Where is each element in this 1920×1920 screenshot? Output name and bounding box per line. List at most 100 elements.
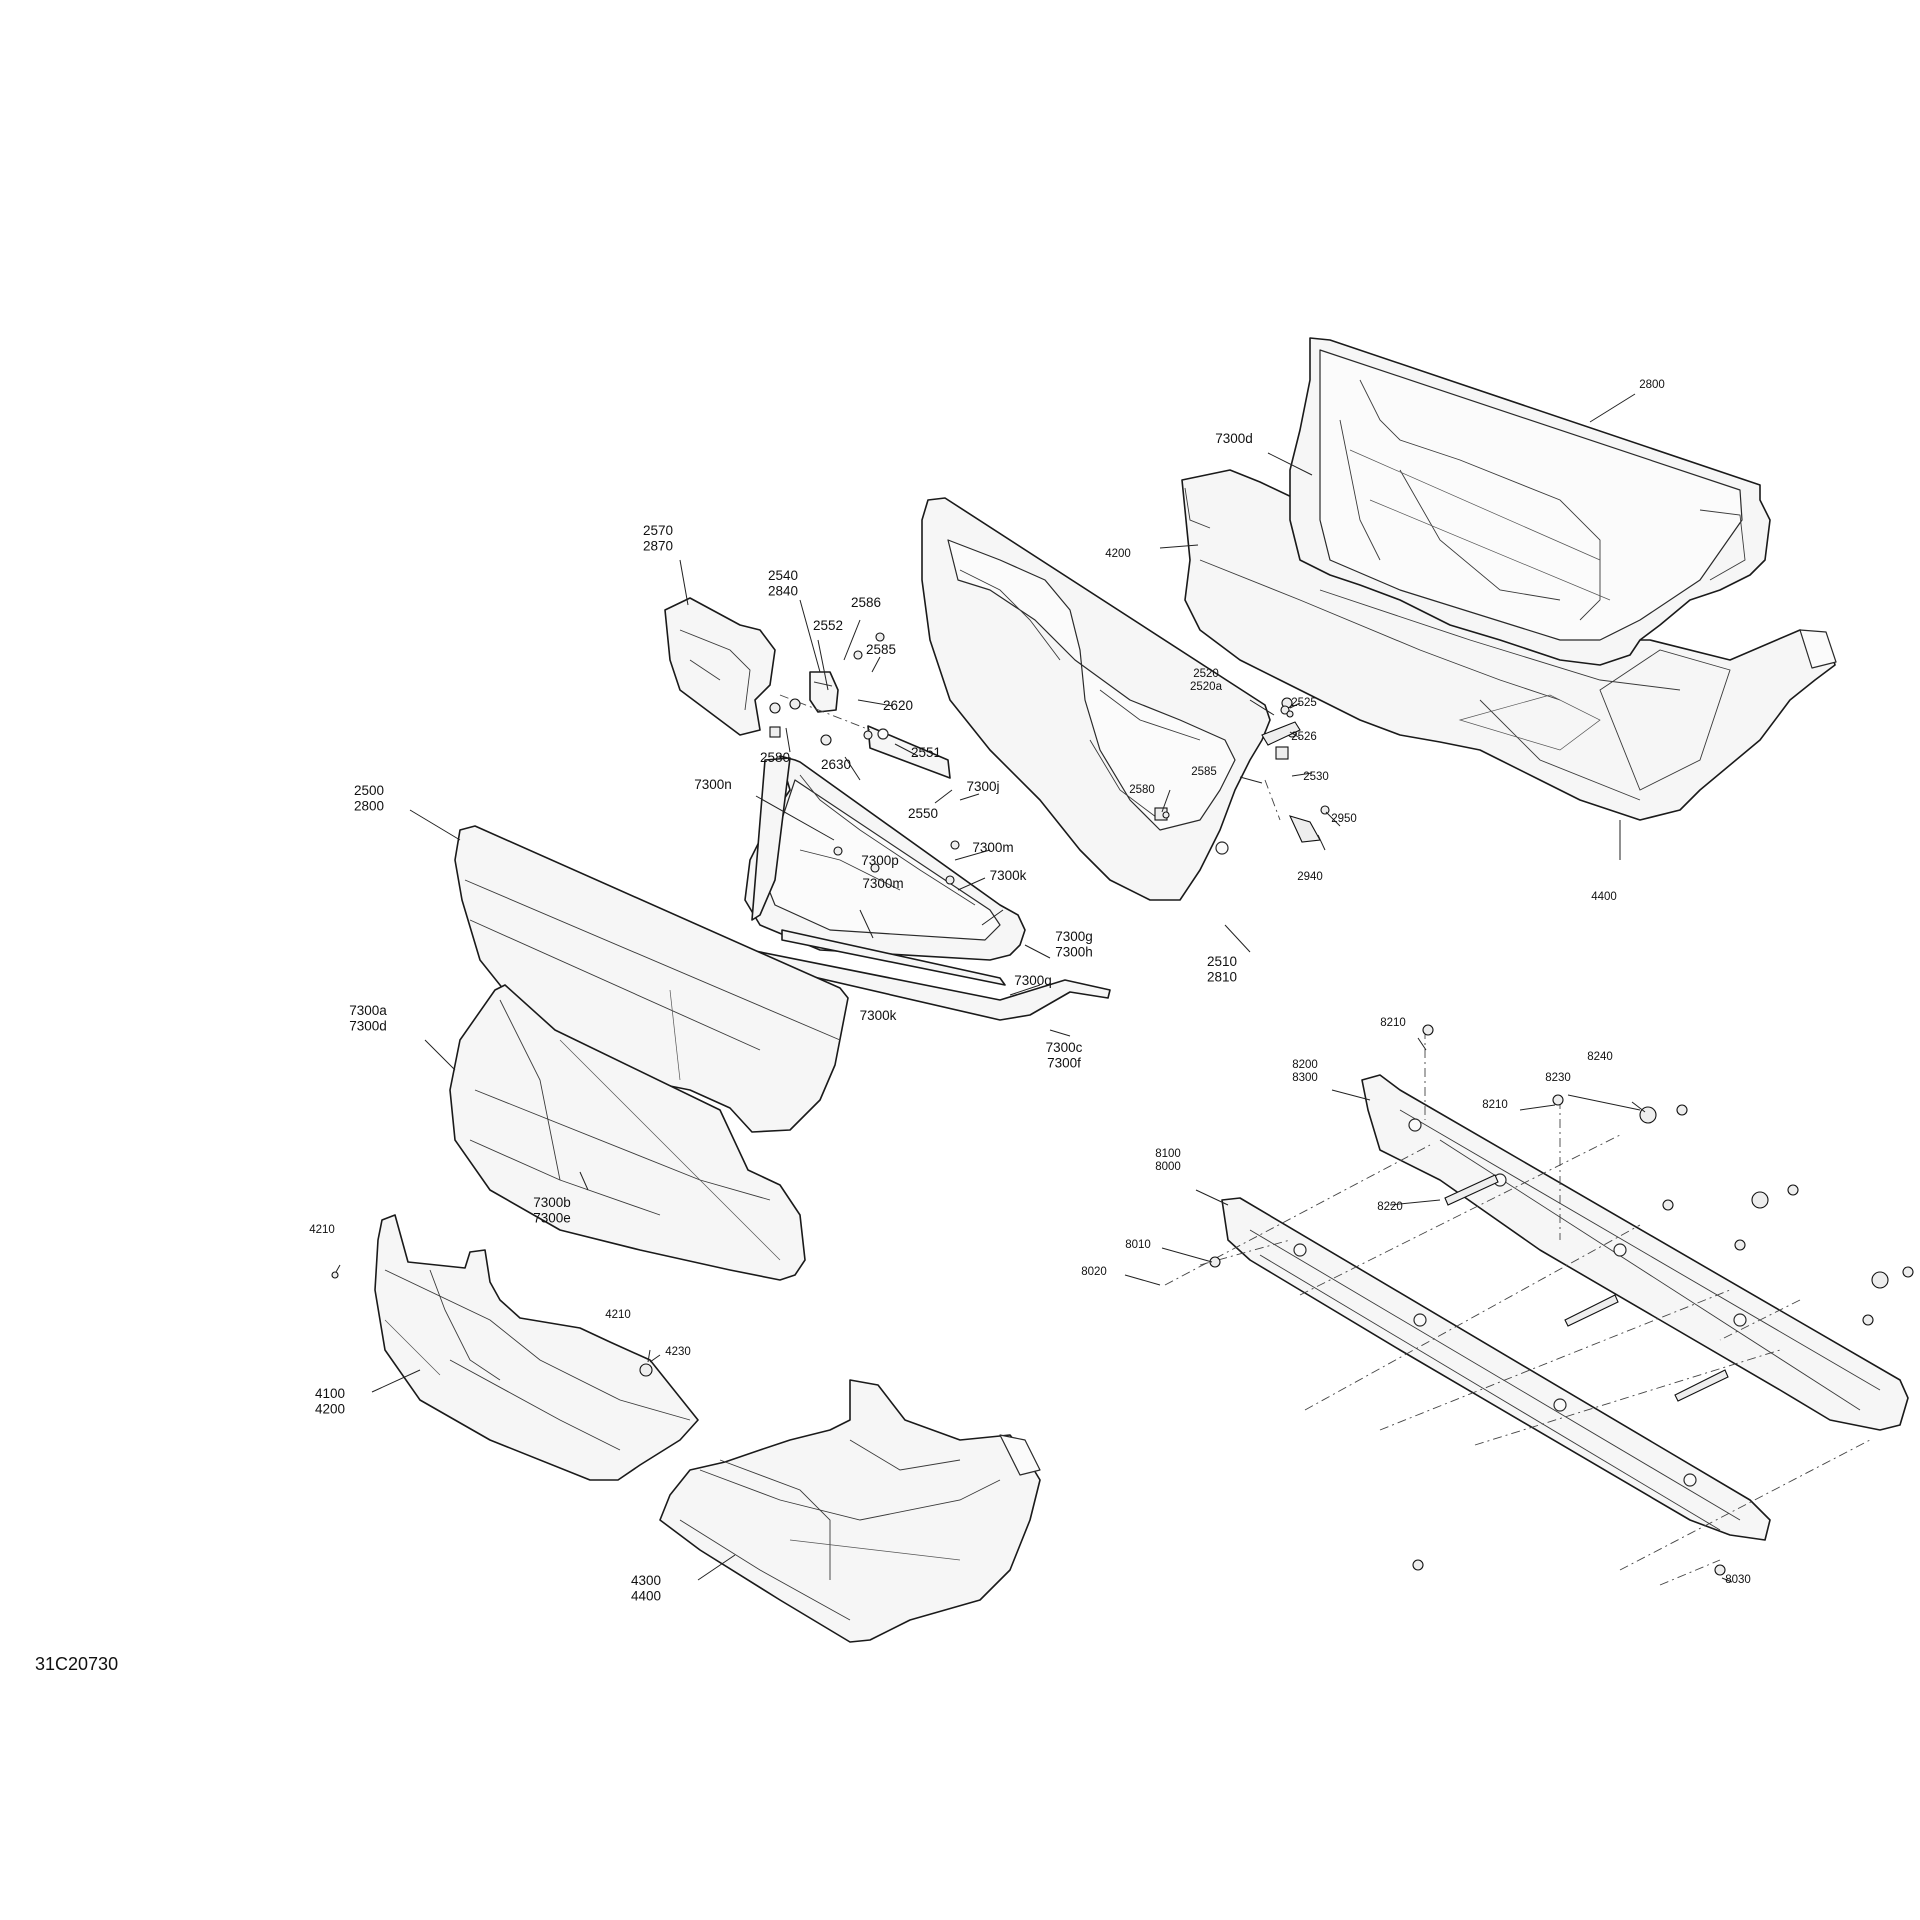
callout-2800-top: 2800	[1639, 379, 1665, 391]
callout-7300k-b: 7300k	[860, 1008, 897, 1023]
rocker-panel-8200	[1361, 1074, 1909, 1431]
callout-8220: 8220	[1377, 1201, 1403, 1213]
callout-7300p: 7300p	[861, 853, 899, 868]
callout-line: 7300j	[966, 779, 999, 794]
door-panel-2500	[454, 825, 849, 1133]
callout-2585-right: 2585	[1191, 766, 1217, 778]
callout-2550: 2550	[908, 806, 938, 821]
trim-strip-7300c	[739, 947, 1111, 1021]
callout-line: 8210	[1380, 1017, 1406, 1029]
callout-8020: 8020	[1081, 1266, 1107, 1278]
callout-line: 8210	[1482, 1099, 1508, 1111]
callout-line: 7300k	[990, 868, 1027, 883]
callout-line: 4210	[309, 1224, 335, 1236]
callout-line: 8300	[1292, 1072, 1318, 1084]
vertical-bar	[751, 757, 791, 921]
callout-2586: 2586	[851, 595, 881, 610]
callout-line: 2585	[1191, 766, 1217, 778]
callout-line: 2586	[851, 595, 881, 610]
callout-2526: 2526	[1291, 731, 1317, 743]
strap-2550	[867, 725, 951, 779]
callout-7300k-a: 7300k	[990, 868, 1027, 883]
callout-line: 7300a	[349, 1003, 387, 1018]
callout-line: 7300m	[972, 840, 1013, 855]
callout-line: 8220	[1377, 1201, 1403, 1213]
callout-7300j: 7300j	[966, 779, 999, 794]
callout-line: 7300d	[349, 1019, 387, 1034]
callout-4400-top: 4400	[1591, 891, 1617, 903]
callout-line: 2870	[643, 539, 673, 554]
callout-8010: 8010	[1125, 1239, 1151, 1251]
latch-2540	[809, 671, 839, 713]
callout-line: 4230	[665, 1346, 691, 1358]
callout-line: 2550	[908, 806, 938, 821]
callout-line: 2570	[643, 523, 673, 538]
callout-2525: 2525	[1291, 697, 1317, 709]
callout-line: 2526	[1291, 731, 1317, 743]
callout-4230: 4230	[665, 1346, 691, 1358]
trim-strip-7300q	[781, 929, 1006, 986]
callout-7300q: 7300q	[1014, 973, 1052, 988]
callout-line: 2810	[1207, 970, 1237, 985]
callout-8240: 8240	[1587, 1051, 1613, 1063]
leader-lines	[335, 393, 1733, 1583]
callout-line: 2525	[1291, 697, 1317, 709]
callout-line: 7300b	[533, 1195, 571, 1210]
callout-line: 2580	[1129, 784, 1155, 796]
callout-7300n: 7300n	[694, 777, 732, 792]
callout-2580-right: 2580	[1129, 784, 1155, 796]
callout-line: 4400	[1591, 891, 1617, 903]
callout-line: 8030	[1725, 1574, 1751, 1586]
callout-7300d-top: 7300d	[1215, 431, 1253, 446]
callout-line: 2520a	[1190, 681, 1223, 693]
callout-line: 2530	[1303, 771, 1329, 783]
callout-line: 2800	[1639, 379, 1665, 391]
callout-line: 2620	[883, 698, 913, 713]
rocker-panel-8100	[1221, 1197, 1771, 1541]
callout-line: 8010	[1125, 1239, 1151, 1251]
callout-line: 7300m	[862, 876, 903, 891]
callout-line: 2552	[813, 618, 843, 633]
callout-2551: 2551	[911, 745, 941, 760]
callout-line: 4400	[631, 1589, 661, 1604]
callout-line: 7300f	[1047, 1056, 1081, 1071]
callout-line: 2840	[768, 584, 798, 599]
callout-8230: 8230	[1545, 1072, 1571, 1084]
callout-line: 2800	[354, 799, 384, 814]
callout-2950: 2950	[1331, 813, 1357, 825]
callout-8210-b: 8210	[1482, 1099, 1508, 1111]
callout-line: 2630	[821, 757, 851, 772]
assembly-lines	[779, 694, 1871, 1586]
callout-line: 8230	[1545, 1072, 1571, 1084]
callout-line: 2510	[1207, 954, 1237, 969]
callout-line: 8240	[1587, 1051, 1613, 1063]
callout-2940: 2940	[1297, 871, 1323, 883]
callout-4210-b: 4210	[605, 1309, 631, 1321]
callout-4200-top: 4200	[1105, 548, 1131, 560]
callout-line: 7300p	[861, 853, 899, 868]
callout-line: 7300q	[1014, 973, 1052, 988]
callout-line: 8000	[1155, 1161, 1181, 1173]
callout-line: 2950	[1331, 813, 1357, 825]
callout-line: 2500	[354, 783, 384, 798]
callout-line: 7300d	[1215, 431, 1253, 446]
callout-line: 7300c	[1046, 1040, 1083, 1055]
callout-line: 7300n	[694, 777, 732, 792]
drawing-reference: 31C20730	[35, 1654, 118, 1674]
callout-2530: 2530	[1303, 771, 1329, 783]
callout-line: 7300h	[1055, 945, 1093, 960]
callout-line: 2585	[866, 642, 896, 657]
inner-panel-7300a	[449, 984, 806, 1281]
